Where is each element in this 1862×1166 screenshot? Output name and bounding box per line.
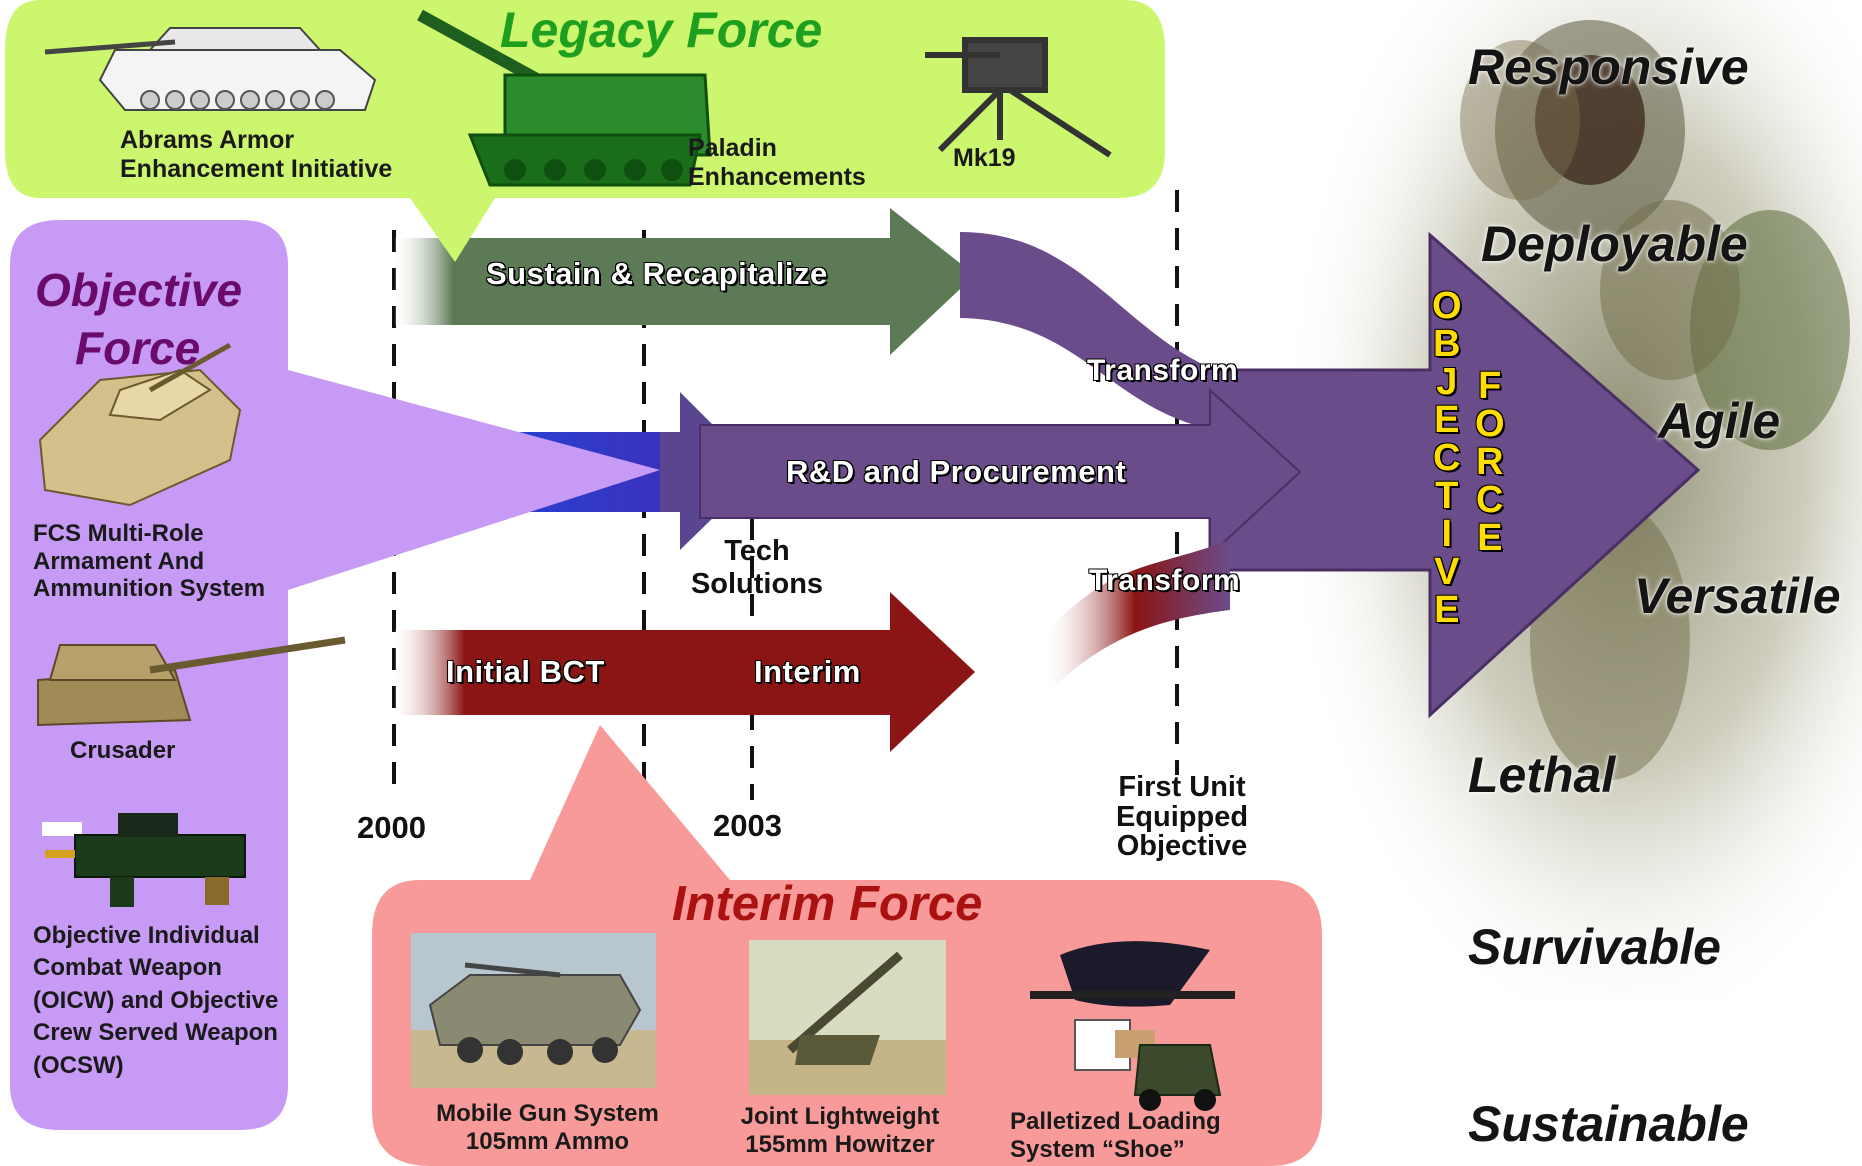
attribute-survivable: Survivable: [1468, 919, 1721, 975]
vertical-letter: O: [1432, 285, 1462, 327]
year-2003: 2003: [713, 808, 782, 843]
fcs-vehicle-icon: [38, 342, 242, 507]
paladin-label: Paladin Enhancements: [688, 134, 866, 191]
transform-bottom-label: Transform: [1089, 564, 1241, 597]
sustain-transform-band: [960, 232, 1215, 430]
vertical-letter: F: [1478, 365, 1502, 407]
rd-arrow: [699, 387, 1302, 558]
crusader-icon: [37, 636, 346, 727]
legacy-force-title: Legacy Force: [500, 2, 823, 58]
objective-force-arrow: [1208, 231, 1701, 719]
rd-label: R&D and Procurement: [786, 454, 1127, 489]
fcs-label: FCS Multi-Role Armament And Ammunition S…: [33, 520, 266, 603]
mk19-icon: [925, 37, 1112, 158]
howitzer-image: [749, 940, 946, 1095]
vertical-letter: R: [1476, 441, 1504, 483]
attribute-responsive: Responsive: [1468, 39, 1749, 95]
interim-force-title: Interim Force: [672, 877, 983, 931]
mk19-label: Mk19: [953, 144, 1016, 172]
vertical-letter: I: [1441, 513, 1453, 555]
vertical-letter: J: [1436, 361, 1458, 403]
year-2000: 2000: [357, 810, 426, 845]
vertical-letter: E: [1434, 589, 1460, 631]
vertical-letter: C: [1476, 479, 1504, 521]
paladin-icon: [417, 9, 712, 187]
vertical-letter: E: [1477, 517, 1503, 559]
vertical-letter: B: [1433, 323, 1461, 365]
vertical-letter: V: [1434, 551, 1460, 593]
abrams-tank-icon: [44, 27, 377, 111]
palletized-loading-icon: [1030, 941, 1235, 1111]
initial-bct-label: Initial BCT: [446, 654, 605, 689]
oicw-label: Objective Individual Combat Weapon (OICW…: [33, 922, 279, 1079]
interim-label: Interim: [754, 654, 861, 689]
vertical-letter: T: [1435, 475, 1459, 517]
abrams-label: Abrams Armor Enhancement Initiative: [120, 126, 393, 183]
mobile-gun-system-image: [411, 933, 656, 1088]
objective-force-title-line1: Objective: [35, 264, 243, 316]
first-unit-label: First Unit Equipped Objective: [1115, 771, 1249, 863]
vertical-letter: C: [1433, 437, 1461, 479]
objective-force-title-line2: Force: [75, 322, 201, 374]
attribute-versatile: Versatile: [1634, 568, 1841, 624]
howitzer-label: Joint Lightweight 155mm Howitzer: [740, 1103, 940, 1158]
palletized-label: Palletized Loading System “Shoe”: [1010, 1108, 1221, 1163]
oicw-weapon-icon: [42, 813, 246, 907]
attribute-lethal: Lethal: [1468, 747, 1616, 803]
interim-arrow: [395, 592, 975, 752]
mobile-gun-label: Mobile Gun System 105mm Ammo: [436, 1100, 659, 1155]
attribute-deployable: Deployable: [1481, 216, 1748, 272]
vertical-letter: O: [1475, 403, 1505, 445]
sustain-arrow: [395, 208, 975, 355]
vertical-letter: E: [1434, 399, 1460, 441]
sustain-label: Sustain & Recapitalize: [486, 256, 828, 291]
interim-transform-band: [1040, 540, 1230, 700]
transform-top-label: Transform: [1087, 354, 1239, 387]
crusader-label: Crusader: [70, 737, 176, 764]
attribute-sustainable: Sustainable: [1468, 1096, 1749, 1152]
tech-solutions-label: Tech Solutions: [690, 535, 824, 601]
attribute-agile: Agile: [1658, 393, 1781, 449]
